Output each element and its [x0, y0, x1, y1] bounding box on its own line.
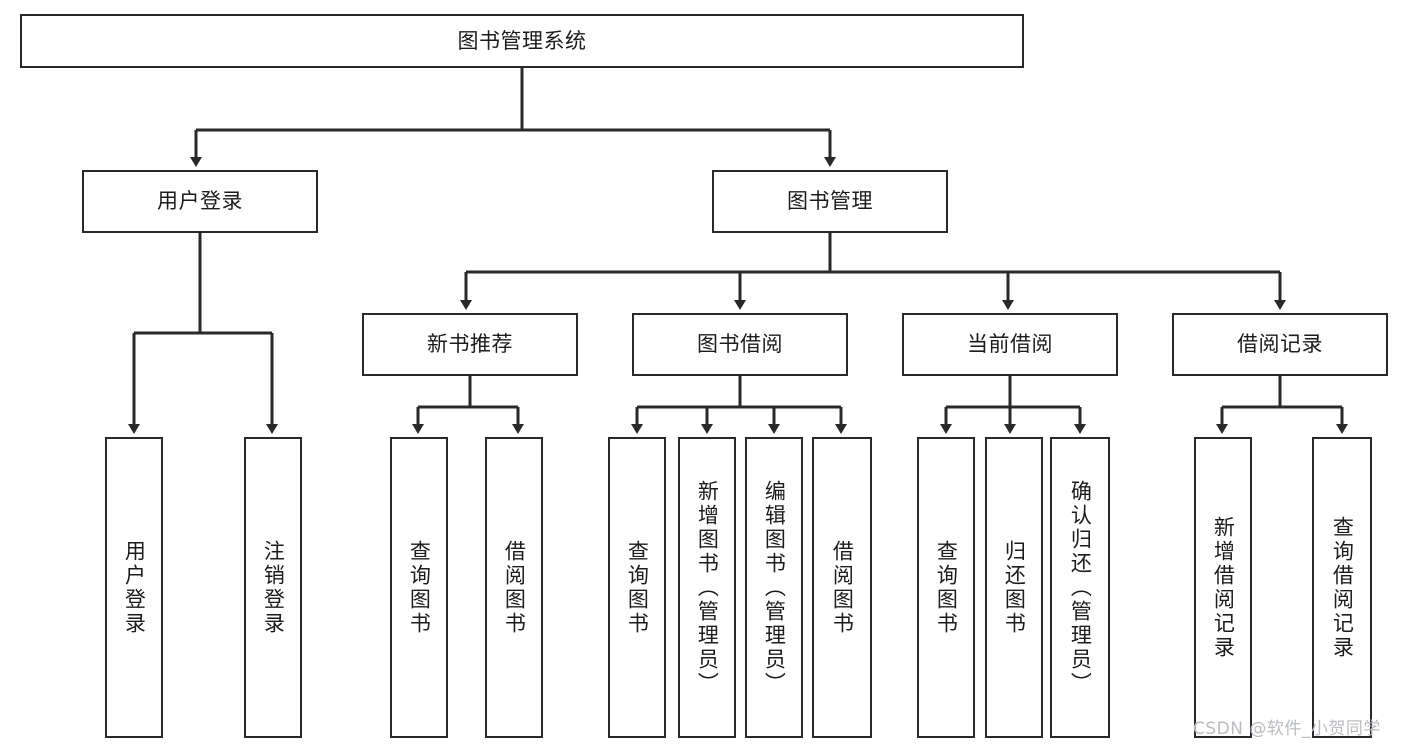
node-leaf-add-record-label: 新增借阅记录 — [1211, 515, 1236, 660]
node-leaf-add-book[interactable]: 新增图书（管理员） — [678, 437, 736, 738]
node-leaf-query-record-label: 查询借阅记录 — [1330, 515, 1355, 660]
csdn-watermark: CSDN @软件_小贺同学 — [1193, 719, 1381, 739]
node-root-label: 图书管理系统 — [457, 28, 587, 53]
node-leaf-borrow-book-1[interactable]: 借阅图书 — [485, 437, 543, 738]
node-current-borrow[interactable]: 当前借阅 — [902, 313, 1118, 376]
node-leaf-add-book-label: 新增图书（管理员） — [695, 479, 720, 696]
node-leaf-user-login[interactable]: 用户登录 — [105, 437, 163, 738]
node-leaf-query-record[interactable]: 查询借阅记录 — [1312, 437, 1372, 738]
node-book-manage[interactable]: 图书管理 — [712, 170, 948, 233]
node-leaf-edit-book-label: 编辑图书（管理员） — [762, 479, 787, 696]
node-leaf-confirm-return-label: 确认归还（管理员） — [1068, 479, 1093, 696]
node-borrow-record[interactable]: 借阅记录 — [1172, 313, 1388, 376]
node-root[interactable]: 图书管理系统 — [20, 14, 1024, 68]
node-leaf-return-book[interactable]: 归还图书 — [985, 437, 1043, 738]
node-book-borrow[interactable]: 图书借阅 — [632, 313, 848, 376]
node-leaf-add-record[interactable]: 新增借阅记录 — [1194, 437, 1252, 738]
node-book-borrow-label: 图书借阅 — [697, 332, 783, 357]
node-leaf-query-book-1-label: 查询图书 — [407, 539, 432, 636]
node-user-login-label: 用户登录 — [157, 189, 243, 214]
node-leaf-query-book-2-label: 查询图书 — [625, 539, 650, 636]
node-current-borrow-label: 当前借阅 — [967, 332, 1053, 357]
node-leaf-user-login-label: 用户登录 — [122, 539, 147, 636]
node-leaf-borrow-book-2-label: 借阅图书 — [830, 539, 855, 636]
node-leaf-return-book-label: 归还图书 — [1002, 539, 1027, 636]
node-leaf-query-book-2[interactable]: 查询图书 — [608, 437, 666, 738]
node-leaf-logout-label: 注销登录 — [261, 539, 286, 636]
node-leaf-query-book-1[interactable]: 查询图书 — [390, 437, 448, 738]
node-leaf-borrow-book-2[interactable]: 借阅图书 — [812, 437, 872, 738]
node-leaf-query-book-3-label: 查询图书 — [934, 539, 959, 636]
node-book-manage-label: 图书管理 — [787, 189, 873, 214]
node-leaf-borrow-book-1-label: 借阅图书 — [502, 539, 527, 636]
node-leaf-query-book-3[interactable]: 查询图书 — [917, 437, 975, 738]
node-leaf-logout[interactable]: 注销登录 — [244, 437, 302, 738]
node-new-book-recommend-label: 新书推荐 — [427, 332, 513, 357]
node-borrow-record-label: 借阅记录 — [1237, 332, 1323, 357]
node-leaf-confirm-return[interactable]: 确认归还（管理员） — [1050, 437, 1110, 738]
node-new-book-recommend[interactable]: 新书推荐 — [362, 313, 578, 376]
node-user-login[interactable]: 用户登录 — [82, 170, 318, 233]
node-leaf-edit-book[interactable]: 编辑图书（管理员） — [745, 437, 803, 738]
